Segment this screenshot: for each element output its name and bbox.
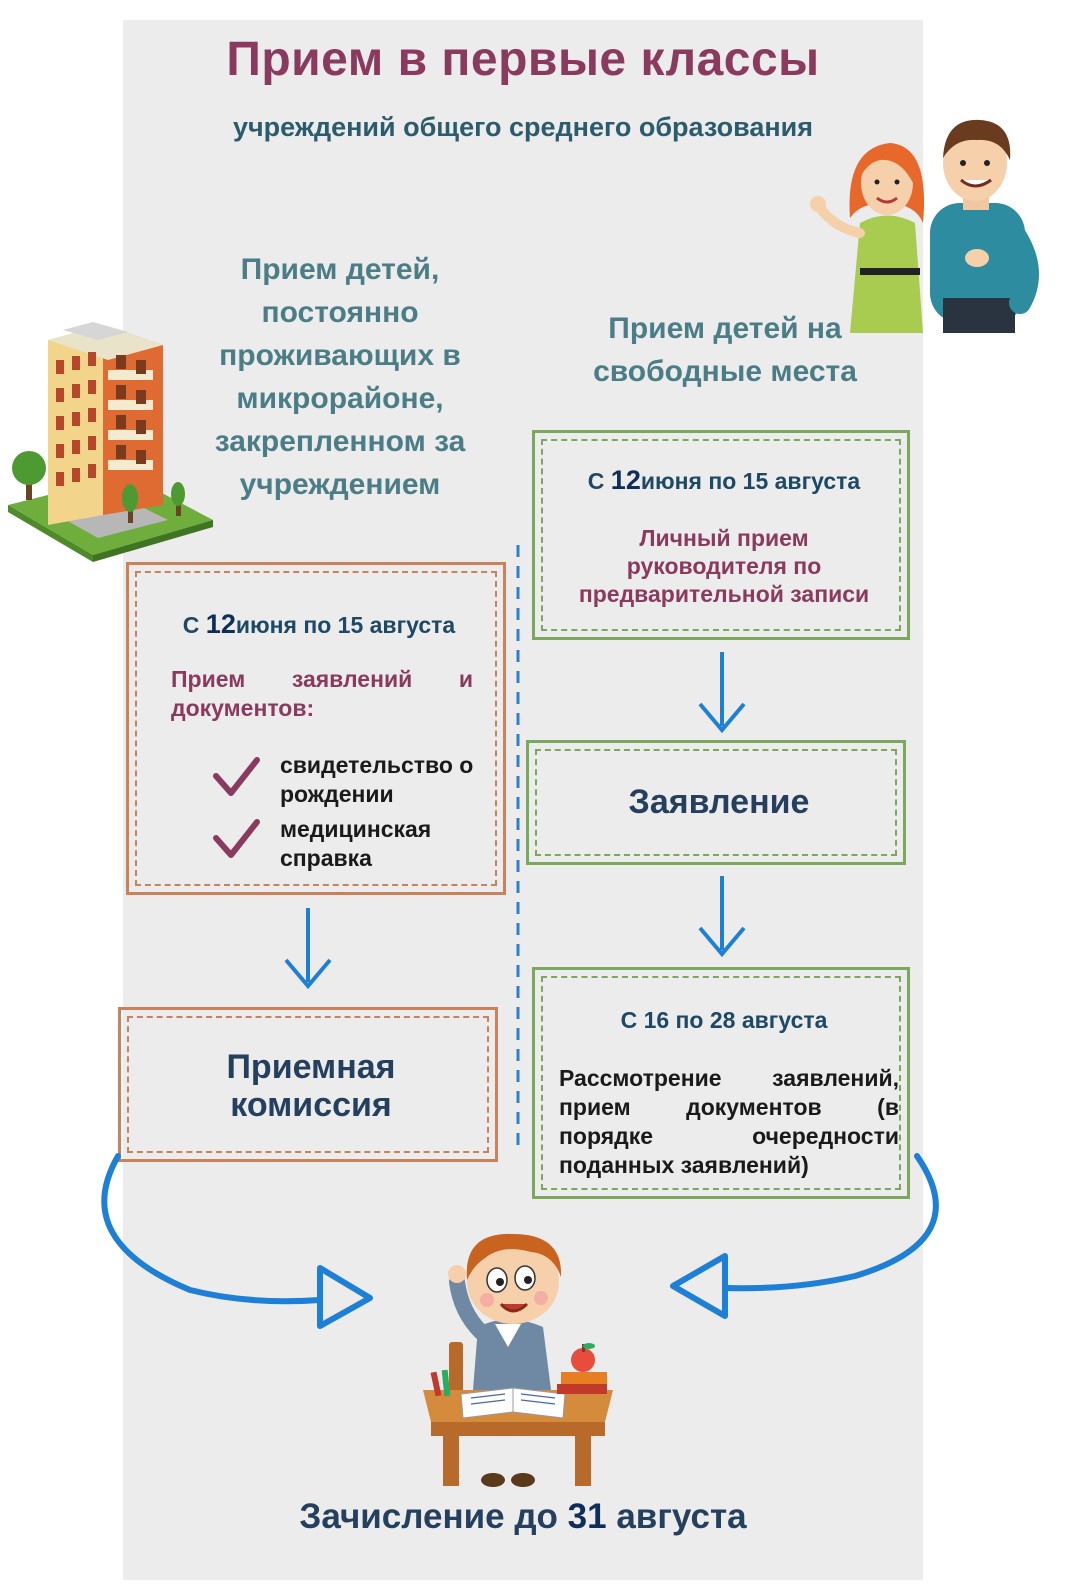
right-heading-line: Прием детей на xyxy=(608,312,842,345)
check-icon xyxy=(213,757,260,796)
date-suffix: июня по 15 августа xyxy=(235,612,456,638)
left-heading-line: Прием детей, xyxy=(240,253,440,286)
left-heading-line: проживающих в xyxy=(219,339,461,372)
footer-number: 31 xyxy=(567,1497,607,1536)
date-prefix: С xyxy=(182,612,200,638)
date-number: 12 xyxy=(610,465,641,495)
right-heading-line: свободные места xyxy=(593,355,857,388)
left-heading-line: микрорайоне, xyxy=(236,382,444,415)
schoolboy-illustration xyxy=(423,1233,613,1487)
date-suffix: июня по 15 августа xyxy=(640,468,861,494)
document-item-birth-certificate: свидетельство о рождении xyxy=(280,752,474,807)
date-prefix: С xyxy=(587,468,605,494)
personal-reception-line: Личный прием xyxy=(639,525,809,551)
enrollment-footer: Зачисление до 31 августа xyxy=(123,1497,923,1537)
application-box: Заявление xyxy=(526,740,906,865)
personal-reception-text: Личный прием руководителя по предварител… xyxy=(535,524,913,608)
review-date: С 16 по 28 августа xyxy=(620,1007,828,1033)
building-illustration xyxy=(8,322,213,562)
left-heading: Прием детей, постоянно проживающих в мик… xyxy=(170,248,510,506)
application-label: Заявление xyxy=(628,783,810,821)
left-heading-line: учреждением xyxy=(239,468,441,501)
footer-suffix: августа xyxy=(616,1497,747,1536)
documents-intro: Прием заявлений и документов: xyxy=(171,666,473,721)
page-subtitle: учреждений общего среднего образования xyxy=(232,112,814,142)
document-item-medical-certificate: медицинская справка xyxy=(280,816,432,871)
down-arrow-icon xyxy=(284,908,332,990)
curved-arrow-icon xyxy=(101,1153,373,1329)
admission-committee-line: комиссия xyxy=(230,1086,392,1124)
left-heading-line: постоянно xyxy=(261,296,419,329)
personal-reception-line: предварительной записи xyxy=(578,581,870,607)
page-title: Прием в первые классы xyxy=(226,33,820,86)
right-date: С 12июня по 15 августа xyxy=(535,465,913,496)
left-heading-line: закрепленном за xyxy=(214,425,466,458)
curved-arrow-icon xyxy=(670,1153,939,1319)
admission-committee-box: Приемная комиссия xyxy=(118,1007,498,1162)
parents-illustration xyxy=(810,119,1039,333)
down-arrow-icon xyxy=(698,876,746,958)
left-date: С 12июня по 15 августа xyxy=(129,609,509,640)
column-divider xyxy=(516,545,520,1150)
left-documents-box: С 12июня по 15 августа Прием заявлений и… xyxy=(126,562,506,895)
footer-prefix: Зачисление до xyxy=(299,1497,558,1536)
admission-committee-label: Приемная комиссия xyxy=(121,1048,501,1124)
down-arrow-icon xyxy=(698,652,746,734)
right-heading: Прием детей на свободные места xyxy=(545,307,905,393)
review-applications-box: С 16 по 28 августа Рассмотрение заявлени… xyxy=(532,967,910,1199)
right-personal-reception-box: С 12июня по 15 августа Личный прием руко… xyxy=(532,430,910,640)
admission-committee-line: Приемная xyxy=(226,1048,396,1086)
check-icon xyxy=(213,819,260,858)
personal-reception-line: руководителя по xyxy=(626,553,822,579)
date-number: 12 xyxy=(205,609,236,639)
